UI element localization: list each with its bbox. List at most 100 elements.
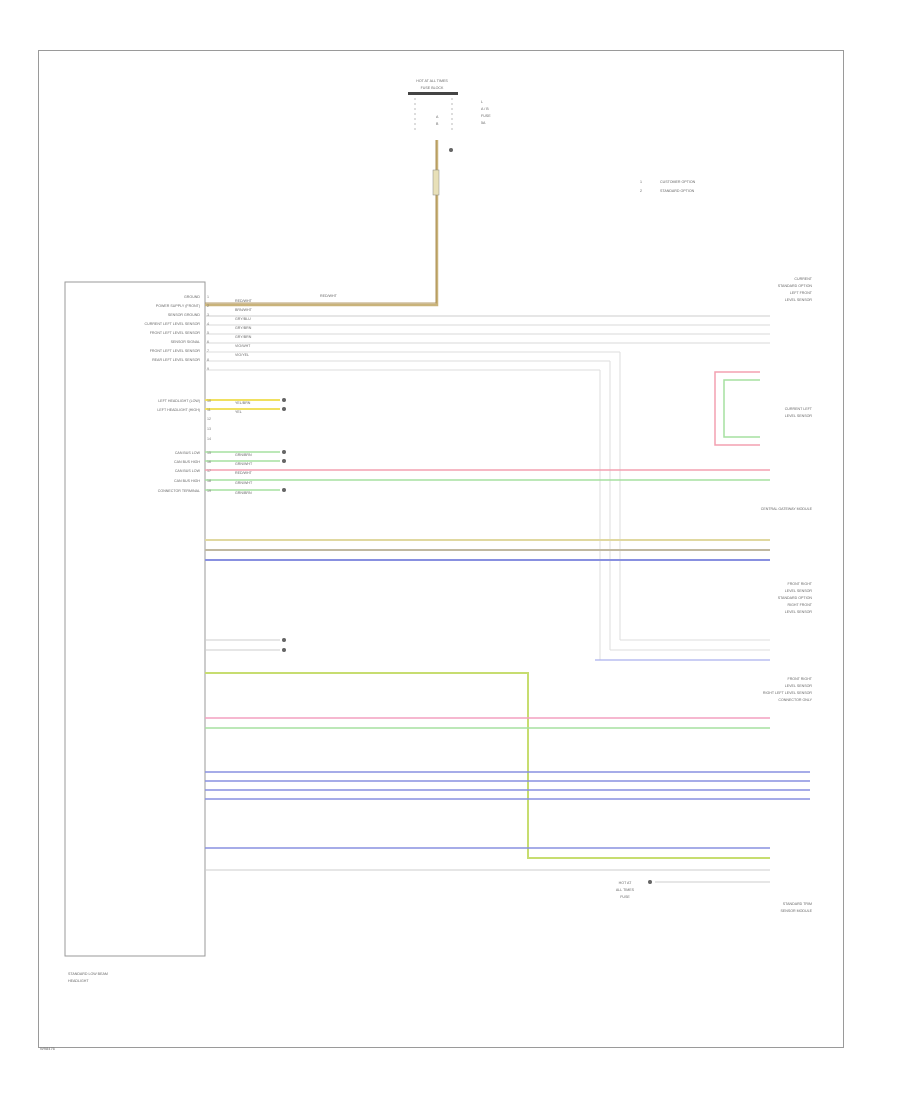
- module-outline: [64, 281, 206, 957]
- svg-text:2: 2: [640, 189, 642, 193]
- svg-text:CONNECTOR ONLY: CONNECTOR ONLY: [778, 698, 812, 702]
- svg-text:FRONT RIGHT: FRONT RIGHT: [788, 677, 813, 681]
- svg-text:1: 1: [640, 180, 642, 184]
- svg-text:B: B: [436, 122, 439, 126]
- svg-text:STANDARD OPTION: STANDARD OPTION: [778, 284, 813, 288]
- svg-text:3: 3: [207, 313, 209, 317]
- svg-text:CURRENT LEFT: CURRENT LEFT: [785, 407, 813, 411]
- svg-text:HOT AT ALL TIMES: HOT AT ALL TIMES: [416, 79, 448, 83]
- svg-text:POWER SUPPLY (FRONT): POWER SUPPLY (FRONT): [156, 304, 200, 308]
- svg-text:FUSE: FUSE: [481, 114, 491, 118]
- wires-can: [205, 371, 770, 492]
- bottom-fuse-note: HOT AT ALL TIMES FUSE: [616, 881, 635, 899]
- svg-text:12: 12: [207, 417, 211, 421]
- svg-text:HEADLIGHT: HEADLIGHT: [68, 979, 89, 983]
- svg-text:5A: 5A: [481, 121, 486, 125]
- svg-text:VIO/WHT: VIO/WHT: [235, 344, 251, 348]
- svg-text:SENSOR GROUND: SENSOR GROUND: [168, 313, 201, 317]
- svg-text:FRONT LEFT LEVEL SENSOR: FRONT LEFT LEVEL SENSOR: [150, 349, 201, 353]
- svg-text:SENSOR MODULE: SENSOR MODULE: [780, 909, 812, 913]
- svg-text:GRY/BLU: GRY/BLU: [235, 317, 251, 321]
- svg-text:FUSE: FUSE: [620, 895, 630, 899]
- legend: 1 CUSTOMER OPTION 2 STANDARD OPTION: [640, 180, 696, 193]
- wire-color-labels: RED/WHT BRN/WHT GRY/BLU GRY/BRN GRY/BRN …: [235, 294, 338, 495]
- pin-numbers: 1 2 3 4 5 6 7 8 9 10 11 12 13 14 15 16 1…: [207, 295, 211, 493]
- svg-text:14: 14: [207, 437, 211, 441]
- svg-text:GRY/BRN: GRY/BRN: [235, 335, 252, 339]
- svg-text:LEFT HEADLIGHT (HIGH): LEFT HEADLIGHT (HIGH): [157, 408, 200, 412]
- svg-text:CURRENT: CURRENT: [794, 277, 812, 281]
- svg-text:VIO/YEL: VIO/YEL: [235, 353, 249, 357]
- svg-text:CUSTOMER OPTION: CUSTOMER OPTION: [660, 180, 696, 184]
- svg-text:8: 8: [207, 358, 209, 362]
- svg-text:CURRENT LEFT LEVEL SENSOR: CURRENT LEFT LEVEL SENSOR: [145, 322, 201, 326]
- svg-text:GRN/WHT: GRN/WHT: [235, 462, 253, 466]
- svg-text:YEL/BRN: YEL/BRN: [235, 401, 251, 405]
- wires-level-sensor: [205, 539, 770, 561]
- svg-text:RED/WHT: RED/WHT: [320, 294, 338, 298]
- svg-text:STANDARD OPTION: STANDARD OPTION: [660, 189, 695, 193]
- svg-text:4: 4: [207, 322, 209, 326]
- wires-blue-bus: [205, 771, 810, 884]
- wires-group-1: [205, 315, 770, 661]
- svg-text:STANDARD TRIM: STANDARD TRIM: [783, 902, 812, 906]
- svg-text:LEVEL SENSOR: LEVEL SENSOR: [785, 298, 813, 302]
- svg-text:GRN/BRN: GRN/BRN: [235, 491, 252, 495]
- svg-text:SENSOR SIGNAL: SENSOR SIGNAL: [171, 340, 200, 344]
- svg-text:LEVEL SENSOR: LEVEL SENSOR: [785, 589, 813, 593]
- wires-left-bottom: [205, 638, 770, 859]
- svg-text:LEFT HEADLIGHT (LOW): LEFT HEADLIGHT (LOW): [158, 399, 200, 403]
- svg-text:REAR LEFT LEVEL SENSOR: REAR LEFT LEVEL SENSOR: [152, 358, 200, 362]
- svg-text:RIGHT FRONT: RIGHT FRONT: [788, 603, 813, 607]
- svg-text:BRN/WHT: BRN/WHT: [235, 308, 253, 312]
- svg-text:GRY/BRN: GRY/BRN: [235, 326, 252, 330]
- svg-text:A / B: A / B: [481, 107, 489, 111]
- svg-text:LEVEL SENSOR: LEVEL SENSOR: [785, 684, 813, 688]
- svg-text:CAN BUS HIGH: CAN BUS HIGH: [174, 479, 200, 483]
- svg-text:10: 10: [207, 399, 211, 403]
- svg-text:L: L: [481, 100, 483, 104]
- svg-text:CONNECTOR TERMINAL: CONNECTOR TERMINAL: [158, 489, 200, 493]
- svg-text:17: 17: [207, 469, 211, 473]
- svg-text:7: 7: [207, 349, 209, 353]
- svg-text:GRN/BRN: GRN/BRN: [235, 453, 252, 457]
- svg-text:CAN BUS LOW: CAN BUS LOW: [175, 451, 201, 455]
- svg-text:15: 15: [207, 451, 211, 455]
- svg-text:LEFT FRONT: LEFT FRONT: [790, 291, 813, 295]
- svg-text:9: 9: [207, 367, 209, 371]
- svg-text:6: 6: [207, 340, 209, 344]
- right-labels: CURRENT STANDARD OPTION LEFT FRONT LEVEL…: [761, 277, 813, 913]
- wires-headlight: [205, 398, 286, 411]
- svg-text:2: 2: [207, 304, 209, 308]
- svg-text:18: 18: [207, 479, 211, 483]
- svg-text:RED/WHT: RED/WHT: [235, 471, 253, 475]
- svg-text:FRONT RIGHT: FRONT RIGHT: [788, 582, 813, 586]
- svg-text:1: 1: [207, 295, 209, 299]
- svg-text:CENTRAL GATEWAY MODULE: CENTRAL GATEWAY MODULE: [761, 507, 813, 511]
- svg-text:YEL: YEL: [235, 410, 242, 414]
- svg-text:GROUND: GROUND: [184, 295, 200, 299]
- svg-text:LEVEL SENSOR: LEVEL SENSOR: [785, 414, 813, 418]
- connector-bar: [408, 92, 458, 95]
- diagram-frame: [38, 50, 844, 1048]
- pin-labels: GROUND POWER SUPPLY (FRONT) SENSOR GROUN…: [145, 295, 201, 493]
- svg-text:STANDARD LOW BEAM: STANDARD LOW BEAM: [68, 972, 108, 976]
- svg-text:ALL TIMES: ALL TIMES: [616, 888, 635, 892]
- svg-text:11: 11: [207, 408, 211, 412]
- svg-text:FUSE BLOCK: FUSE BLOCK: [421, 86, 444, 90]
- main-power-wire: [205, 140, 440, 307]
- svg-text:5: 5: [207, 331, 209, 335]
- svg-text:HOT AT: HOT AT: [619, 881, 632, 885]
- svg-text:RED/WHT: RED/WHT: [235, 299, 253, 303]
- svg-text:CAN BUS LOW: CAN BUS LOW: [175, 469, 201, 473]
- svg-text:13: 13: [207, 427, 211, 431]
- svg-text:19: 19: [207, 489, 211, 493]
- svg-text:16: 16: [207, 460, 211, 464]
- top-connector: HOT AT ALL TIMES FUSE BLOCK L A / B FUSE…: [408, 79, 491, 152]
- svg-text:A: A: [436, 115, 439, 119]
- svg-text:FRONT LEFT LEVEL SENSOR: FRONT LEFT LEVEL SENSOR: [150, 331, 201, 335]
- svg-text:LEVEL SENSOR: LEVEL SENSOR: [785, 610, 813, 614]
- module-footer-label: STANDARD LOW BEAM HEADLIGHT: [68, 972, 108, 983]
- svg-text:STANDARD OPTION: STANDARD OPTION: [778, 596, 813, 600]
- svg-text:CAN BUS HIGH: CAN BUS HIGH: [174, 460, 200, 464]
